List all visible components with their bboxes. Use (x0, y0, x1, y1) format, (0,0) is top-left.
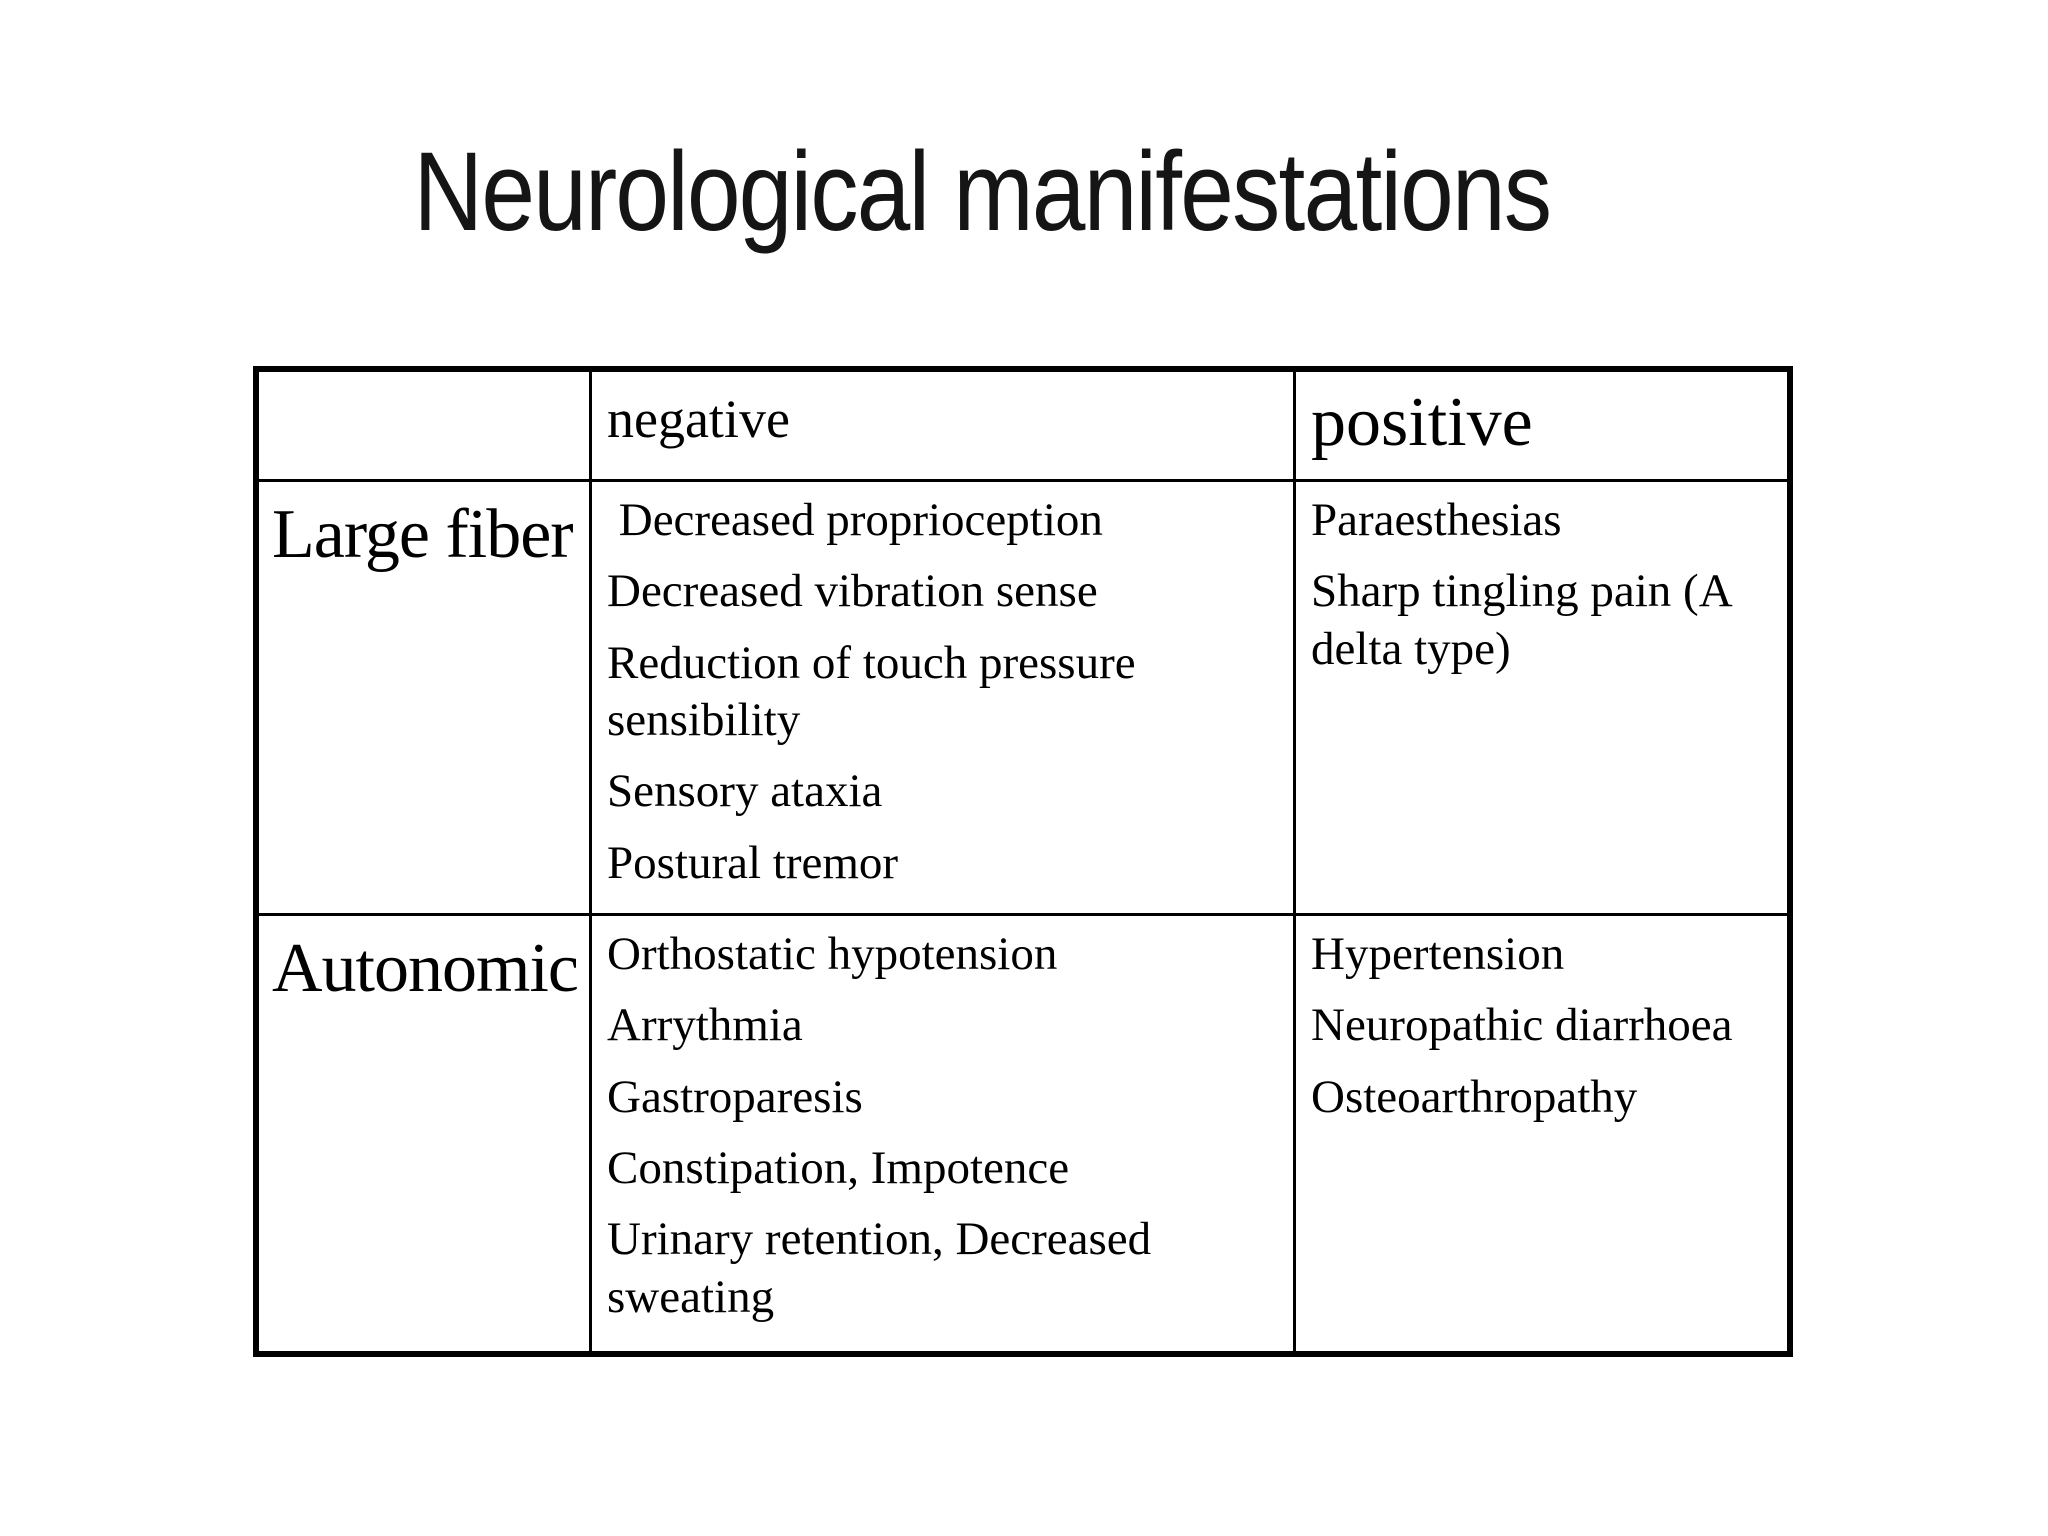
cell-line: Osteoarthropathy (1311, 1070, 1638, 1123)
slide-title-text: Neurological manifestations (413, 129, 1552, 254)
manifestations-table: negative positive Large fiber Decreased … (253, 366, 1793, 1357)
slide-title: Neurological manifestations (0, 128, 2006, 257)
cell-line: Reduction of touch pressure sensibility (607, 636, 1148, 746)
table-corner-cell (259, 372, 592, 482)
cell-line: Sharp tingling pain (A delta type) (1311, 565, 1742, 675)
cell-line: Constipation, Impotence (607, 1141, 1070, 1194)
cell-line: Neuropathic diarrhoea (1311, 999, 1733, 1052)
cell-line: Decreased vibration sense (607, 565, 1098, 618)
column-header-negative: negative (592, 372, 1296, 482)
row-header-large-fiber: Large fiber (259, 482, 592, 916)
cell-line: Hypertension (1311, 928, 1565, 980)
cell-line: Postural tremor (607, 836, 899, 889)
cell-line: Gastroparesis (607, 1070, 863, 1123)
column-header-positive: positive (1296, 372, 1787, 482)
cell-line: Arrythmia (607, 999, 803, 1052)
cell-line: Urinary retention, Decreased sweating (607, 1213, 1163, 1323)
cell-line: Decreased proprioception (607, 494, 1103, 546)
cell-line: Orthostatic hypotension (607, 928, 1058, 980)
row-header-autonomic: Autonomic (259, 916, 592, 1351)
cell-line: Sensory ataxia (607, 765, 883, 818)
cell-line: Paraesthesias (1311, 494, 1562, 546)
